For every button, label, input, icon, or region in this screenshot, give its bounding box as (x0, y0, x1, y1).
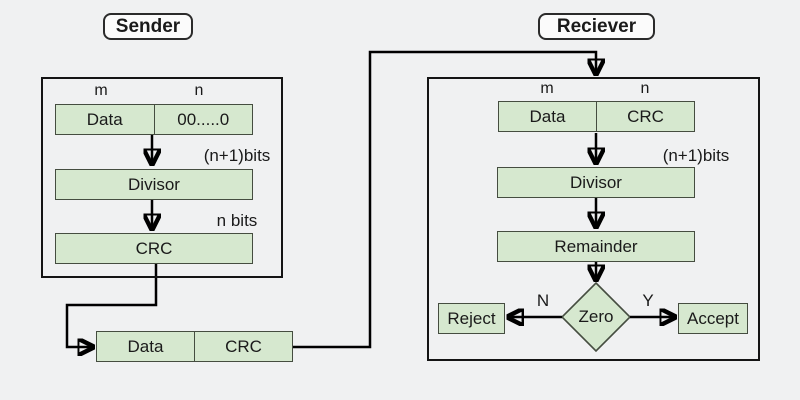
reject-label: Reject (447, 308, 496, 328)
receiver-data-cell: Data (499, 102, 597, 131)
receiver-nplus1-label: (n+1)bits (662, 146, 730, 165)
receiver-m-label: m (540, 80, 554, 97)
sender-title-label: Sender (115, 15, 181, 37)
receiver-divisor-box: Divisor (497, 167, 695, 198)
sender-title: Sender (103, 13, 193, 40)
sender-input-box: Data 00.....0 (55, 104, 253, 135)
receiver-title-label: Reciever (556, 15, 637, 37)
receiver-crc-cell: CRC (627, 106, 664, 126)
receiver-n-label: n (640, 80, 650, 97)
frame-box: Data CRC (96, 331, 293, 362)
sender-crc-box: CRC (55, 233, 253, 264)
connector-frame-to-receiver (293, 50, 596, 349)
sender-container (41, 77, 283, 278)
accept-label: Accept (687, 308, 739, 328)
frame-crc-cell: CRC (225, 336, 262, 356)
zero-decision-label: Zero (578, 307, 614, 326)
receiver-input-box: Data CRC (498, 101, 695, 132)
sender-nplus1-label: (n+1)bits (203, 146, 271, 165)
decision-no-label: N (536, 291, 550, 310)
sender-divisor-label: Divisor (128, 174, 180, 194)
receiver-divisor-label: Divisor (570, 172, 622, 192)
sender-crc-label: CRC (135, 238, 173, 258)
sender-nbits-label: n bits (216, 211, 258, 230)
receiver-container (427, 77, 760, 361)
receiver-remainder-box: Remainder (497, 231, 695, 262)
sender-n-label: n (194, 82, 204, 99)
connector-sender-to-frame (65, 264, 158, 347)
reject-box: Reject (438, 303, 505, 334)
frame-data-cell: Data (97, 332, 195, 361)
sender-divisor-box: Divisor (55, 169, 253, 200)
receiver-title: Reciever (538, 13, 655, 40)
accept-box: Accept (678, 303, 748, 334)
decision-yes-label: Y (642, 291, 654, 310)
sender-data-cell: Data (56, 105, 155, 134)
sender-m-label: m (94, 82, 108, 99)
zero-decision-diamond (560, 281, 632, 353)
receiver-remainder-label: Remainder (554, 236, 638, 256)
sender-zeros-cell: 00.....0 (177, 109, 230, 129)
